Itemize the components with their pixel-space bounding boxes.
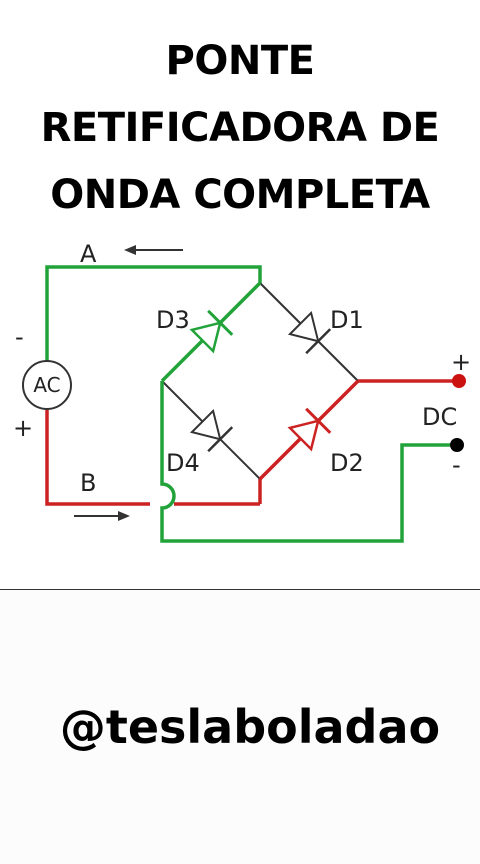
label-d2: D2 [330,449,364,477]
ac-source-icon [22,360,72,410]
label-d3: D3 [156,306,190,334]
label-d4: D4 [166,449,200,477]
diode-d2 [287,407,332,452]
arrow-a-icon [124,245,183,255]
positive-current-path [45,379,458,506]
title-line-1: PONTE [165,38,315,84]
diode-d3 [189,309,234,354]
arrow-b-icon [74,511,130,521]
footer-area [0,590,480,864]
title-line-2: RETIFICADORA DE [40,105,440,151]
section-divider [0,589,480,590]
dc-minus-terminal [450,438,464,452]
label-a: A [80,240,97,268]
diode-d4 [189,408,234,453]
dc-minus-label: - [452,451,461,479]
label-b: B [80,469,96,497]
dc-plus-terminal [452,374,466,388]
dc-label: DC [422,403,457,431]
ac-plus-label: + [13,414,33,442]
negative-current-path [45,265,450,543]
title-line-3: ONDA COMPLETA [50,172,430,218]
diode-d1 [287,310,332,355]
dc-plus-label: + [451,348,471,376]
ac-label: AC [33,373,60,397]
ac-minus-label: - [15,323,24,351]
page-title: PONTE RETIFICADORA DE ONDA COMPLETA [0,28,480,229]
social-handle: @teslaboladao [59,700,441,754]
label-d1: D1 [330,306,364,334]
